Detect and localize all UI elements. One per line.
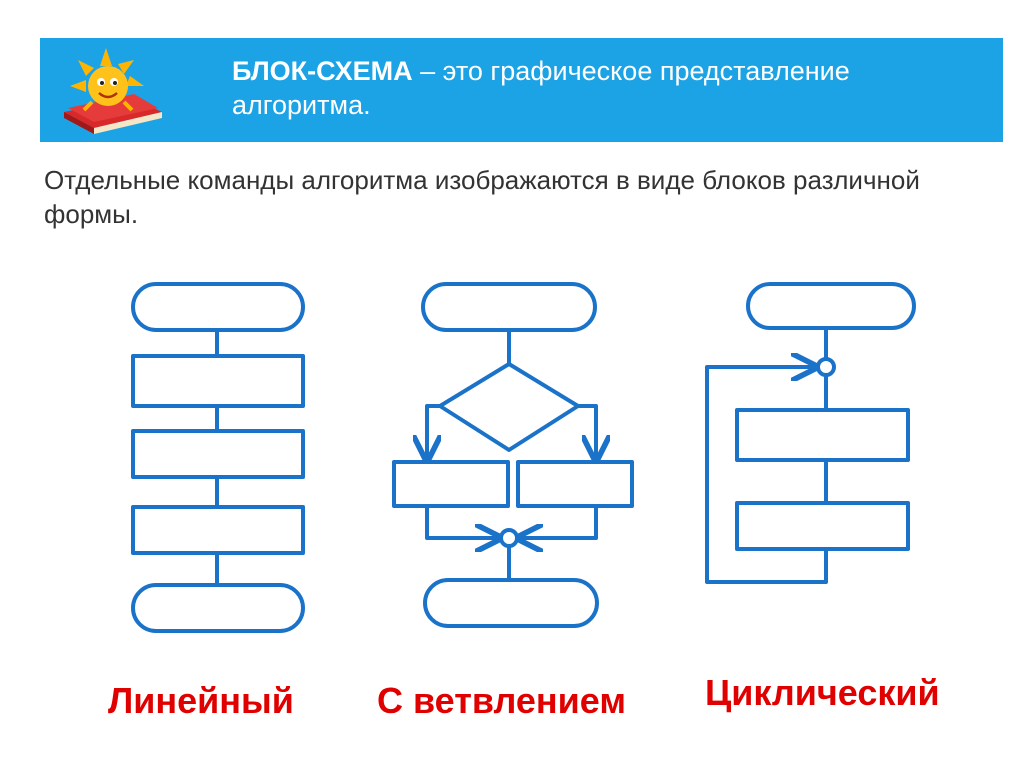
sun-on-book-icon bbox=[64, 48, 162, 134]
definition-text: БЛОК-СХЕМА – это графическое представлен… bbox=[232, 54, 992, 122]
definition-body: – это графическое представление алгоритм… bbox=[232, 56, 850, 120]
definition-term: БЛОК-СХЕМА bbox=[232, 56, 413, 86]
label-branching: С ветвлением bbox=[377, 680, 626, 721]
linear-flowchart bbox=[131, 282, 305, 633]
label-cyclic: Циклический bbox=[705, 672, 940, 713]
branching-flowchart bbox=[392, 282, 634, 628]
header-banner: БЛОК-СХЕМА – это графическое представлен… bbox=[40, 38, 1003, 142]
label-linear: Линейный bbox=[108, 680, 294, 721]
cyclic-flowchart bbox=[705, 282, 916, 584]
intro-text: Отдельные команды алгоритма изображаются… bbox=[44, 165, 920, 229]
